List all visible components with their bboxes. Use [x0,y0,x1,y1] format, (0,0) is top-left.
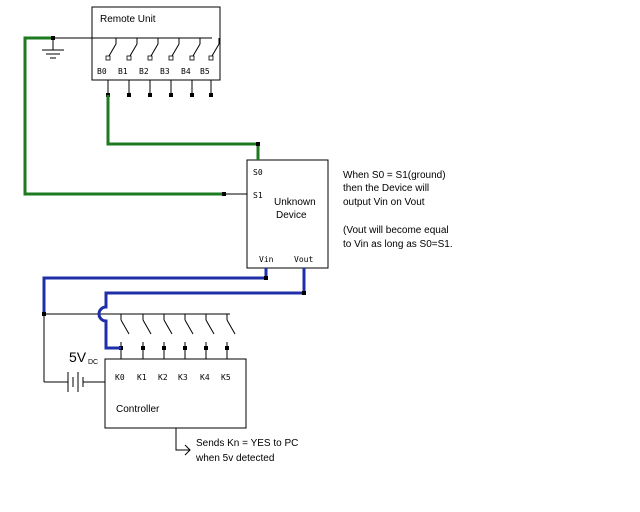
controller-pin-k0: K0 [115,373,125,382]
controller-switch-4 [204,314,215,359]
controller-switch-0 [119,314,130,359]
remote-unit-title: Remote Unit [100,14,156,25]
unknown-device: S0 S1 Unknown Device Vin Vout [246,159,329,269]
remote-switch-2 [147,38,159,97]
ground-symbol [42,38,64,59]
note-line2: then the Device will [343,183,429,194]
controller-pin-k2: K2 [158,373,168,382]
remote-unit: Remote Unit B0 B1 B2 B3 B4 B5 [53,6,221,97]
controller-switch-1 [141,314,152,359]
controller-switches [119,314,236,359]
remote-switch-4 [189,38,201,97]
remote-switch-1 [126,38,138,97]
device-pin-vout: Vout [294,255,313,264]
blue-wires [42,268,306,350]
note-line3: output Vin on Vout [343,197,425,208]
controller-switch-2 [162,314,173,359]
output-line1: Sends Kn = YES to PC [196,438,298,449]
explanation-note: When S0 = S1(ground) then the Device wil… [343,170,453,250]
remote-pin-b4: B4 [181,67,191,76]
output-arrow: Sends Kn = YES to PC when 5v detected [175,428,298,464]
controller-pin-k4: K4 [200,373,210,382]
controller: Controller K0 K1 K2 K3 K4 K5 [44,313,247,429]
controller-pin-k5: K5 [221,373,231,382]
junction-dots [42,36,306,316]
note-line1: When S0 = S1(ground) [343,170,446,181]
note-line5: to Vin as long as S0=S1. [343,239,453,250]
device-title-line2: Device [276,210,307,221]
battery-voltage-sub: DC [88,359,98,366]
controller-pin-k3: K3 [178,373,188,382]
device-pin-s0: S0 [253,168,263,177]
output-line2: when 5v detected [195,453,274,464]
battery-voltage: 5V [69,349,87,365]
controller-pin-labels: K0 K1 K2 K3 K4 K5 [115,373,231,382]
note-line4: (Vout will become equal [343,225,449,236]
device-box [246,159,329,269]
output-arrow-head [184,444,191,456]
remote-pin-b5: B5 [200,67,210,76]
remote-unit-box [91,6,221,81]
remote-pin-b1: B1 [118,67,128,76]
remote-pin-b3: B3 [160,67,170,76]
remote-switch-5 [208,38,220,97]
green-wire-b0-to-s0 [106,95,260,160]
remote-pin-b0: B0 [97,67,107,76]
output-arrow-line [175,428,190,451]
green-wire-ground-to-s1 [23,36,224,196]
controller-pin-k1: K1 [137,373,147,382]
controller-box [104,358,247,429]
controller-switch-3 [183,314,194,359]
controller-title: Controller [116,404,160,415]
device-pin-s1: S1 [253,191,263,200]
remote-switch-3 [168,38,180,97]
battery: 5V DC [43,314,105,392]
device-pin-vin: Vin [259,255,274,264]
controller-switch-5 [225,314,236,359]
blue-wire-vin-to-battery [42,268,268,314]
remote-pin-b2: B2 [139,67,149,76]
remote-pin-labels: B0 B1 B2 B3 B4 B5 [97,67,210,76]
device-title-line1: Unknown [274,197,316,208]
blue-wire-vout-to-k0 [97,268,306,350]
green-wires [23,36,260,196]
